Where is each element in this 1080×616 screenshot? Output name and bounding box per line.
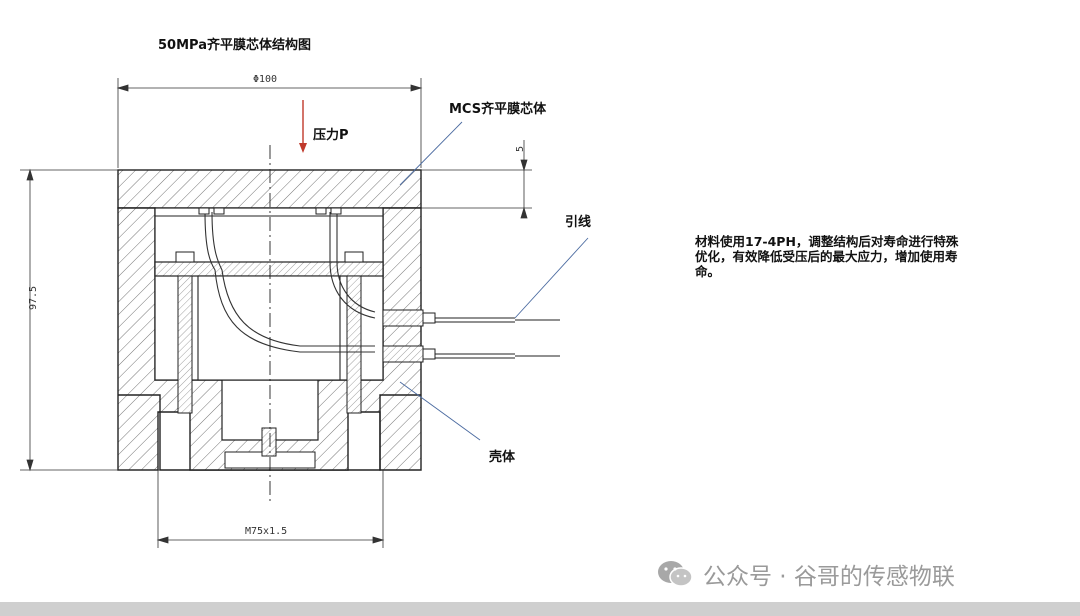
material-note: 材料使用17-4PH，调整结构后对寿命进行特殊优化，有效降低受压后的最大应力，增… [695,234,959,279]
leader-shell [399,381,481,441]
shell-label: 壳体 [489,450,516,465]
diaphragm-thickness-dimension: 5 [515,145,526,152]
bottom-bar [0,602,1080,616]
diaphragm [117,169,422,209]
lead-label: 引线 [565,215,592,230]
watermark: 公众号 · 谷哥的传感物联 [655,557,955,591]
core-label: MCS齐平膜芯体 [449,102,547,117]
pressure-label: 压力P [313,128,349,143]
bottom-pin [261,427,277,457]
pressure-arrow [299,100,307,153]
cable-glands [382,309,560,363]
bolt-left [175,251,195,263]
diagram-title: 50MPa齐平膜芯体结构图 [158,38,311,53]
leader-lead [514,237,589,319]
height-dimension: 97.5 [28,285,39,310]
leader-core [399,121,463,186]
circuit-plate [154,261,384,277]
bolt-right [344,251,364,263]
top-width-dimension: Φ100 [253,74,278,85]
internal-wires [204,211,376,353]
watermark-text: 公众号 · 谷哥的传感物联 [703,564,955,590]
bottom-thread-dimension: M75x1.5 [245,526,288,537]
wechat-icon [655,558,695,590]
